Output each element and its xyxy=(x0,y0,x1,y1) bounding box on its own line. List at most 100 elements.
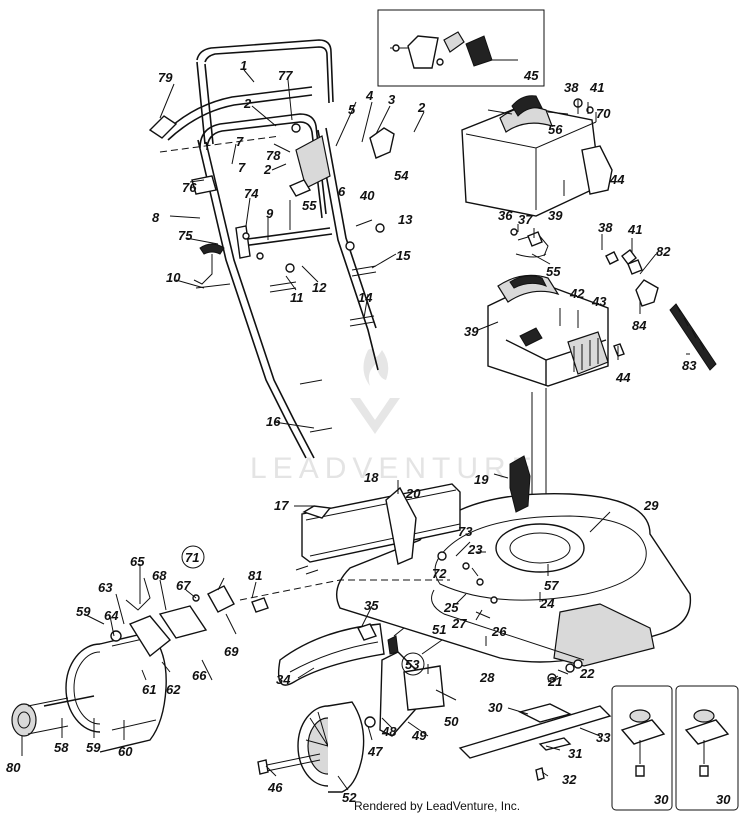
callout-2: 2 xyxy=(417,100,426,115)
callout-53: 53 xyxy=(405,657,420,672)
callout-28: 28 xyxy=(479,670,495,685)
callout-62: 62 xyxy=(166,682,181,697)
callout-55: 55 xyxy=(302,198,317,213)
callout-5: 5 xyxy=(348,102,356,117)
callout-75: 75 xyxy=(178,228,193,243)
callout-82: 82 xyxy=(656,244,671,259)
leader-lines xyxy=(21,69,690,791)
callout-50: 50 xyxy=(444,714,459,729)
callout-circle-71 xyxy=(181,545,205,569)
callout-17: 17 xyxy=(274,498,289,513)
callout-10: 10 xyxy=(166,270,181,285)
callout-78: 78 xyxy=(266,148,281,163)
callout-84: 84 xyxy=(632,318,647,333)
callout-32: 32 xyxy=(562,772,577,787)
callout-30: 30 xyxy=(716,792,731,807)
inset-45 xyxy=(377,9,545,87)
callout-circle-53 xyxy=(401,652,425,676)
front-wheel-assembly xyxy=(257,635,445,793)
callout-27: 27 xyxy=(451,616,467,631)
callout-44: 44 xyxy=(615,370,631,385)
engine-upper xyxy=(461,95,613,217)
watermark-logo: LEADVENTURE xyxy=(250,348,538,485)
callout-4: 4 xyxy=(365,88,374,103)
callout-51: 51 xyxy=(432,622,446,637)
callout-2: 2 xyxy=(243,96,252,111)
callout-65: 65 xyxy=(130,554,145,569)
callout-48: 48 xyxy=(381,724,397,739)
callout-67: 67 xyxy=(176,578,191,593)
callout-47: 47 xyxy=(367,744,383,759)
callout-8: 8 xyxy=(152,210,160,225)
callout-36: 36 xyxy=(498,208,513,223)
callout-38: 38 xyxy=(598,220,613,235)
callout-76: 76 xyxy=(182,180,197,195)
callout-63: 63 xyxy=(98,580,113,595)
callout-73: 73 xyxy=(458,524,473,539)
handle-assembly xyxy=(148,39,395,459)
watermark-text: LEADVENTURE xyxy=(250,452,538,485)
credit-text: Rendered by LeadVenture, Inc. xyxy=(354,799,521,813)
callout-66: 66 xyxy=(192,668,207,683)
callout-22: 22 xyxy=(579,666,595,681)
callout-34: 34 xyxy=(276,672,291,687)
callout-83: 83 xyxy=(682,358,697,373)
callout-45: 45 xyxy=(523,68,539,83)
callout-12: 12 xyxy=(312,280,327,295)
callout-81: 81 xyxy=(248,568,262,583)
callout-21: 21 xyxy=(547,674,562,689)
callout-7: 7 xyxy=(236,134,244,149)
callout-6: 6 xyxy=(338,184,346,199)
callout-31: 31 xyxy=(568,746,582,761)
callout-7: 7 xyxy=(238,160,246,175)
callout-57: 57 xyxy=(544,578,559,593)
callout-55: 55 xyxy=(546,264,561,279)
callout-42: 42 xyxy=(569,286,585,301)
callout-18: 18 xyxy=(364,470,379,485)
blade-assembly xyxy=(458,663,612,781)
callout-23: 23 xyxy=(467,542,483,557)
callout-11: 11 xyxy=(290,290,304,305)
callout-24: 24 xyxy=(539,596,555,611)
blade-adapter-insets xyxy=(611,685,739,811)
callout-16: 16 xyxy=(266,414,281,429)
callout-79: 79 xyxy=(158,70,173,85)
callout-35: 35 xyxy=(364,598,379,613)
callout-39: 39 xyxy=(464,324,479,339)
callout-71: 71 xyxy=(185,550,199,565)
grass-chute xyxy=(277,623,385,686)
callout-43: 43 xyxy=(591,294,607,309)
callout-60: 60 xyxy=(118,744,133,759)
callout-70: 70 xyxy=(596,106,611,121)
callout-41: 41 xyxy=(589,80,604,95)
callout-37: 37 xyxy=(518,212,533,227)
callout-41: 41 xyxy=(627,222,642,237)
engine-lower xyxy=(487,274,625,387)
callout-3: 3 xyxy=(388,92,396,107)
callout-30: 30 xyxy=(654,792,669,807)
callout-58: 58 xyxy=(54,740,69,755)
callout-20: 20 xyxy=(405,486,421,501)
callout-46: 46 xyxy=(267,780,283,795)
callout-13: 13 xyxy=(398,212,413,227)
callout-labels: 1 2 2 2 3 4 5 6 7 7 8 9 10 11 12 13 14 1… xyxy=(6,58,731,807)
callout-25: 25 xyxy=(443,600,459,615)
callout-56: 56 xyxy=(548,122,563,137)
callout-44: 44 xyxy=(609,172,625,187)
callout-15: 15 xyxy=(396,248,411,263)
callout-69: 69 xyxy=(224,644,239,659)
callout-52: 52 xyxy=(342,790,357,805)
callout-80: 80 xyxy=(6,760,21,775)
callout-38: 38 xyxy=(564,80,579,95)
callout-9: 9 xyxy=(266,206,274,221)
callout-40: 40 xyxy=(359,188,375,203)
callout-61: 61 xyxy=(142,682,156,697)
callout-49: 49 xyxy=(411,728,427,743)
callout-33: 33 xyxy=(596,730,611,745)
callout-59: 59 xyxy=(86,740,101,755)
callout-77: 77 xyxy=(278,68,293,83)
mower-deck xyxy=(336,455,692,669)
callout-74: 74 xyxy=(244,186,259,201)
throttle-parts xyxy=(510,228,717,371)
